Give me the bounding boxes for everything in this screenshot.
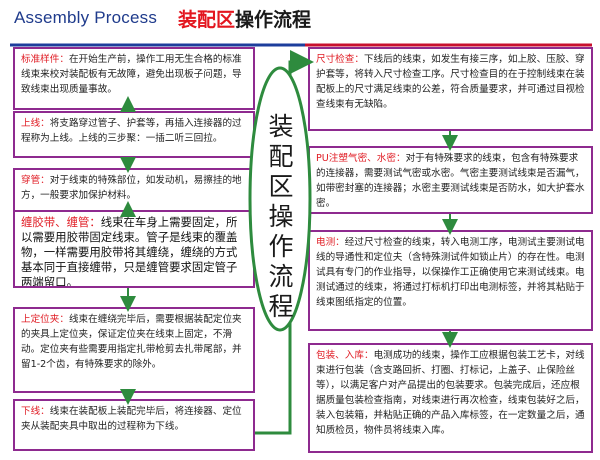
step-description: 线束在装配板上装配完毕后，将连接器、定位夹从装配夹具中取出的过程称为下线。 (21, 406, 242, 432)
page-title-rest: 操作流程 (235, 9, 312, 31)
step-box-electrical-test: 电测：经过尺寸检查的线束，转入电测工序，电测试主要测试电线的导通性和定位夫（含特… (308, 230, 593, 331)
step-description: 线束在车身上需要固定，所以需要用胶带固定线束。管子是线束的覆盖物，一样需要用胶带… (21, 215, 238, 288)
step-box-clip-install: 上定位夹：线束在缠绕完毕后，需要根据装配定位夹的夹具上定位夹，保证定位夹在线束上… (13, 307, 255, 393)
step-heading: 上定位夹： (21, 314, 69, 325)
step-box-taping: 缠胶带、缠管：线束在车身上需要固定，所以需要用胶带固定线束。管子是线束的覆盖物，… (13, 210, 255, 288)
step-heading: 上线： (21, 118, 50, 129)
step-heading: 包装、入库： (316, 350, 374, 361)
page-title-highlight: 装配区 (178, 9, 236, 31)
step-box-threading: 穿管：对于线束的特殊部位，如发动机，易擦挂的地方，一般要求加保护材料。 (13, 168, 255, 215)
step-box-upline: 上线：将支路穿过管子、护套等，再插入连接器的过程称为上线。上线的三步聚：一插二听… (13, 111, 255, 158)
step-heading: 尺寸检查： (316, 54, 364, 65)
step-description: 对于有特殊要求的线束，包含有特殊要求的连接器，需要测试气密或水密。气密主要测试线… (316, 153, 585, 209)
step-description: 线束在缠绕完毕后，需要根据装配定位夹的夹具上定位夹，保证定位夹在线束上固定，不滑… (21, 314, 242, 370)
title-divider (10, 43, 592, 47)
step-heading: 电测： (316, 237, 345, 248)
step-description: 将支路穿过管子、护套等，再插入连接器的过程称为上线。上线的三步聚：一插二听三回拉… (21, 118, 242, 144)
step-box-packaging: 包装、入库：电测成功的线束，操作工应根据包装工艺卡，对线束进行包装（含支路回折、… (308, 343, 593, 453)
page-title-english: Assembly Process (14, 8, 158, 27)
step-description: 经过尺寸检查的线束，转入电测工序，电测试主要测试电线的导通性和定位夫（含特殊测试… (316, 237, 585, 308)
step-description: 对于线束的特殊部位，如发动机，易擦挂的地方，一般要求加保护材料。 (21, 175, 242, 201)
flow-label-ellipse (248, 66, 312, 332)
step-heading: 标准样件： (21, 54, 69, 65)
step-box-dimension-check: 尺寸检查：下线后的线束，如发生有接三序，如上胶、压胶、穿护套等，将转入尺寸检查工… (308, 47, 593, 131)
step-box-seal-test: PU注塑气密、水密：对于有特殊要求的线束，包含有特殊要求的连接器，需要测试气密或… (308, 146, 593, 214)
step-description: 电测成功的线束，操作工应根据包装工艺卡，对线束进行包装（含支路回折、打圈、打标记… (316, 350, 585, 436)
step-description: 在开始生产前，操作工用无生合格的标准线束来校对装配板有无故障，避免出现板子问题，… (21, 54, 242, 95)
step-heading: 缠胶带、缠管： (21, 215, 101, 229)
step-box-standard-sample: 标准样件：在开始生产前，操作工用无生合格的标准线束来校对装配板有无故障，避免出现… (13, 47, 255, 110)
step-heading: PU注塑气密、水密： (316, 153, 406, 164)
step-description: 下线后的线束，如发生有接三序，如上胶、压胶、穿护套等，将转入尺寸检查工序。尺寸检… (316, 54, 585, 110)
step-box-offline: 下线：线束在装配板上装配完毕后，将连接器、定位夹从装配夹具中取出的过程称为下线。 (13, 399, 255, 451)
step-heading: 穿管： (21, 175, 50, 186)
flow-label: 装配区操作流程 (268, 112, 294, 321)
step-heading: 下线： (21, 406, 50, 417)
